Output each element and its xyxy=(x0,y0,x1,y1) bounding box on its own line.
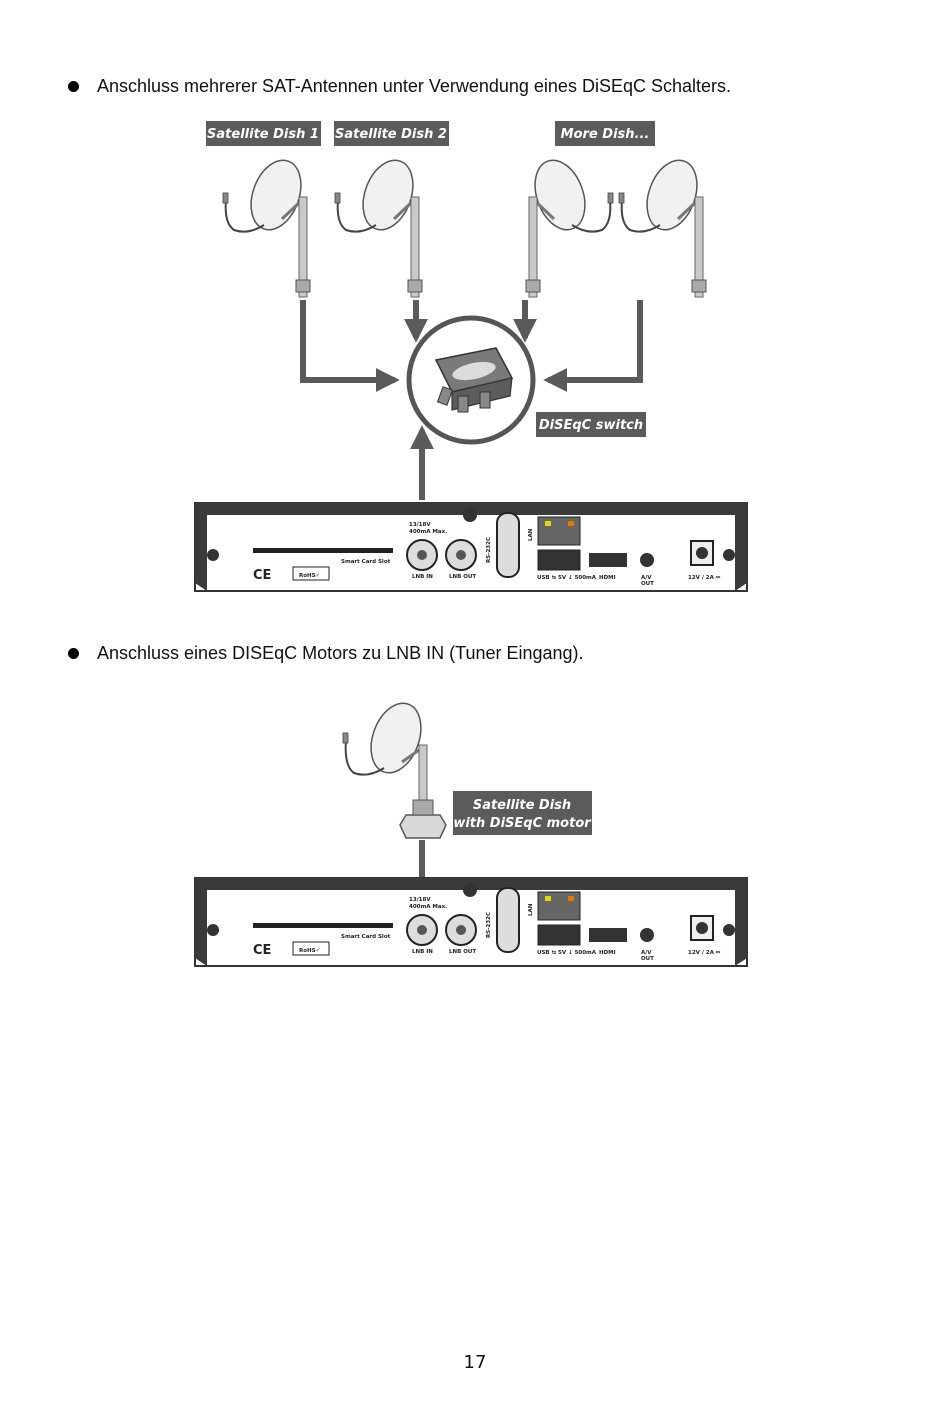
svg-text:RS-232C: RS-232C xyxy=(486,912,492,938)
satellite-dish-icon xyxy=(221,151,312,299)
svg-text:LNB OUT: LNB OUT xyxy=(449,949,476,955)
bullet-text: Anschluss mehrerer SAT-Antennen unter Ve… xyxy=(97,76,731,96)
diseqc-switch-diagram: Satellite Dish 1 Satellite Dish 2 More D… xyxy=(194,121,748,592)
svg-text:400mA Max.: 400mA Max. xyxy=(409,529,447,535)
svg-text:12V / 2A ⎓: 12V / 2A ⎓ xyxy=(688,575,721,581)
svg-text:Smart Card Slot: Smart Card Slot xyxy=(341,934,391,940)
svg-text:DiSEqC switch: DiSEqC switch xyxy=(539,418,643,433)
diseqc-motor-icon xyxy=(399,799,447,839)
svg-text:CE: CE xyxy=(253,943,271,958)
svg-text:13/18V: 13/18V xyxy=(409,522,431,528)
svg-text:12V / 2A ⎓: 12V / 2A ⎓ xyxy=(688,950,721,956)
svg-text:USB ⇆ 5V ↓ 500mA: USB ⇆ 5V ↓ 500mA xyxy=(537,574,597,581)
diseqc-switch-icon xyxy=(406,315,536,445)
svg-text:LNB OUT: LNB OUT xyxy=(449,574,476,580)
svg-text:HDMI: HDMI xyxy=(599,950,616,956)
svg-text:Satellite Dish 2: Satellite Dish 2 xyxy=(335,127,447,142)
svg-text:LAN: LAN xyxy=(528,528,534,541)
svg-text:Satellite Dish: Satellite Dish xyxy=(473,798,571,813)
bullet-item-diseqc-switch: Anschluss mehrerer SAT-Antennen unter Ve… xyxy=(68,75,731,97)
label-satellite-dish-1: Satellite Dish 1 xyxy=(206,121,321,146)
svg-text:Satellite Dish 1: Satellite Dish 1 xyxy=(207,127,319,142)
label-diseqc-switch: DiSEqC switch xyxy=(536,412,646,437)
svg-text:OUT: OUT xyxy=(641,581,654,587)
svg-text:RS-232C: RS-232C xyxy=(486,537,492,563)
svg-text:LAN: LAN xyxy=(528,903,534,916)
coax-cables xyxy=(300,300,643,500)
diseqc-motor-diagram: Satellite Dish with DiSEqC motor Smart C… xyxy=(194,702,748,967)
svg-text:with DiSEqC motor: with DiSEqC motor xyxy=(453,816,592,831)
svg-text:OUT: OUT xyxy=(641,956,654,962)
svg-text:Smart Card Slot: Smart Card Slot xyxy=(341,559,391,565)
svg-text:More Dish...: More Dish... xyxy=(561,127,650,142)
svg-text:CE: CE xyxy=(253,568,271,583)
svg-text:13/18V: 13/18V xyxy=(409,897,431,903)
svg-text:400mA Max.: 400mA Max. xyxy=(409,904,447,910)
satellite-dish-icon xyxy=(333,151,424,299)
label-satellite-dish-with-motor: Satellite Dish with DiSEqC motor xyxy=(453,791,592,835)
bullet-text: Anschluss eines DISEqC Motors zu LNB IN … xyxy=(97,643,584,663)
svg-text:A/V: A/V xyxy=(641,950,652,956)
satellite-dish-icon xyxy=(342,702,428,806)
bullet-dot-icon xyxy=(68,80,79,92)
svg-text:RoHS✓: RoHS✓ xyxy=(299,573,320,579)
satellite-dish-icon xyxy=(524,151,615,299)
svg-text:USB ⇆ 5V ↓ 500mA: USB ⇆ 5V ↓ 500mA xyxy=(537,949,597,956)
label-satellite-dish-2: Satellite Dish 2 xyxy=(334,121,449,146)
svg-text:RoHS✓: RoHS✓ xyxy=(299,948,320,954)
page-number: 17 xyxy=(463,1352,487,1373)
receiver-back-panel: Smart Card Slot CE RoHS✓ 13/18V 400mA Ma… xyxy=(194,502,748,592)
bullet-item-diseqc-motor: Anschluss eines DISEqC Motors zu LNB IN … xyxy=(68,642,584,664)
svg-text:LNB IN: LNB IN xyxy=(412,949,433,955)
svg-text:LNB IN: LNB IN xyxy=(412,574,433,580)
svg-text:HDMI: HDMI xyxy=(599,575,616,581)
satellite-dish-icon xyxy=(617,151,708,299)
svg-text:A/V: A/V xyxy=(641,575,652,581)
label-more-dish: More Dish... xyxy=(555,121,655,146)
receiver-back-panel: Smart Card Slot CE RoHS✓ 13/18V 400mA Ma… xyxy=(194,877,748,967)
bullet-dot-icon xyxy=(68,647,79,659)
